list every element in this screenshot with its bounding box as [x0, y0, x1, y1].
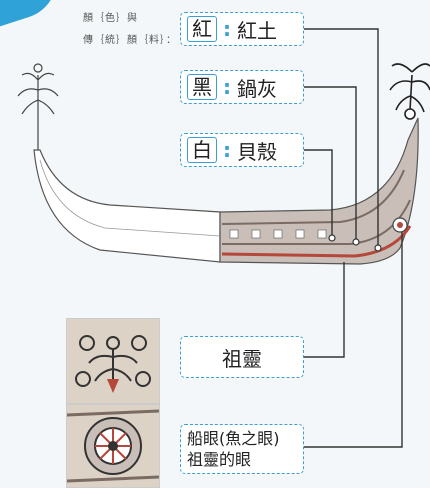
material-shell: 貝殼	[237, 139, 277, 164]
intro-line-1: 顏｛色｝與	[83, 13, 138, 24]
ancestor-spirit-motif-photo	[66, 318, 160, 404]
label-pot-ash: 黑 : 鍋灰	[180, 70, 304, 104]
boat-eye-text-line2: 祖靈的眼	[187, 450, 252, 469]
color-char-white: 白	[187, 137, 217, 163]
label-ancestor-spirit: 祖靈	[180, 336, 304, 378]
ancestor-spirit-text: 祖靈	[222, 346, 262, 371]
material-pot-ash: 鍋灰	[237, 76, 277, 101]
label-red-earth: 紅 : 紅土	[180, 12, 304, 46]
boat-eye-figure	[67, 405, 159, 487]
right-prow-ornament	[389, 63, 430, 120]
material-red-earth: 紅土	[237, 18, 277, 43]
intro-line-2: 傳｛統｝顏｛料｝：	[83, 35, 177, 46]
color-char-red: 紅	[187, 16, 217, 42]
boat-eye-text-line1: 船眼(魚之眼)	[187, 429, 280, 448]
label-colon: :	[223, 138, 231, 162]
hull-right-section	[219, 117, 419, 265]
left-prow-ornament	[17, 63, 59, 150]
ancestor-spirit-figure	[67, 319, 159, 403]
label-shell: 白 : 貝殼	[180, 133, 304, 167]
label-colon: :	[223, 17, 231, 41]
boat-eye-motif-photo	[66, 404, 160, 488]
label-boat-eye: 船眼(魚之眼) 祖靈的眼	[180, 424, 304, 474]
color-char-black: 黑	[187, 74, 217, 100]
label-colon: :	[223, 75, 231, 99]
